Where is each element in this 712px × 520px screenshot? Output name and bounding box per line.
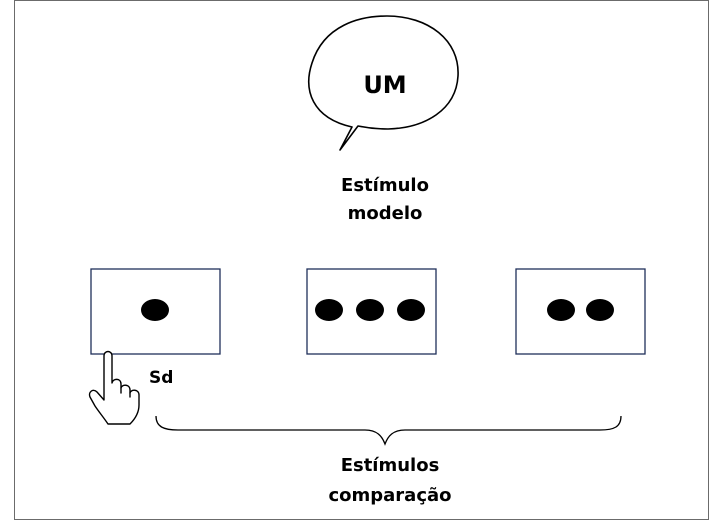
model-label-line-1: Estímulo [341,175,429,196]
comparison-card-two[interactable] [515,268,646,355]
dot [141,299,169,321]
comparison-label-line-2: comparação [328,485,452,506]
comparison-label-line-1: Estímulos [340,455,440,476]
speech-bubble-text: UM [363,71,407,99]
dot [356,299,384,321]
card-dots [141,299,614,321]
speech-bubble [308,15,459,151]
sd-label: Sd [149,368,174,388]
dot [547,299,575,321]
model-stimulus-label: Estímulo modelo [300,172,470,228]
comparison-brace [155,415,622,446]
pointing-hand-icon [88,350,140,425]
model-label-line-2: modelo [347,203,423,224]
dot [586,299,614,321]
dot [397,299,425,321]
comparison-stimuli-label: Estímulos comparação [280,451,500,511]
dot [315,299,343,321]
